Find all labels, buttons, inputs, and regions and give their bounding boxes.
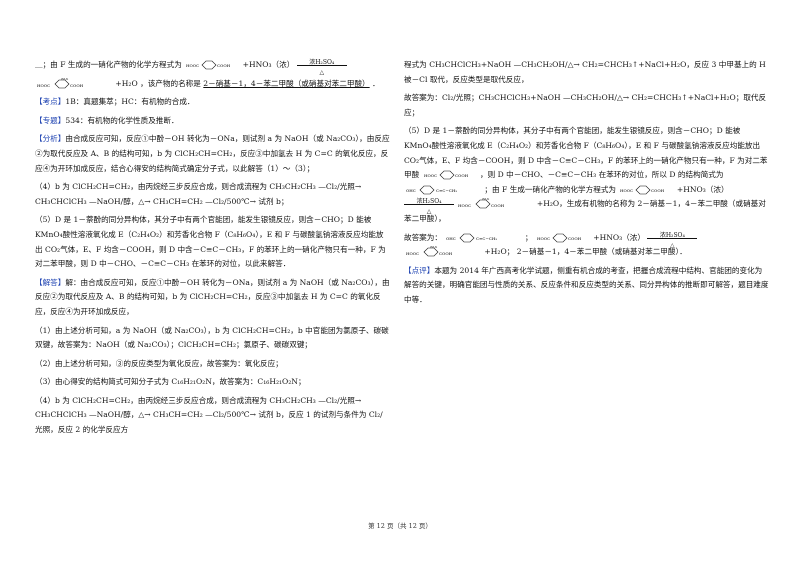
text: 2－硝基－1，4－苯二甲酸（或硝基对苯二甲酸）． — [516, 247, 687, 257]
svg-text:COOH: COOH — [651, 188, 665, 193]
reaction-arrow: 浓H₂SO₄ △ — [404, 198, 454, 215]
svg-text:NO₂: NO₂ — [61, 78, 69, 81]
reaction-arrow: 浓H₂SO₄ △ — [647, 231, 698, 249]
right-para-2: 故答案为：Cl₂/光照；CH₃CHClCH₃+NaOH —CH₃CH₂OH/△→… — [404, 93, 767, 117]
fenxi-text: 由合成反应可知，反应①中酚－OH 转化为－ONa，则试剂 a 为 NaOH（或 … — [35, 134, 390, 173]
text: +HNO₃（浓） — [593, 232, 645, 242]
text: +HNO₃（浓） — [676, 184, 729, 194]
svg-text:C≡C−CH₃: C≡C−CH₃ — [476, 236, 497, 241]
pingjia-tag: 【点评】 — [404, 265, 435, 275]
pingjia-text: 本题为 2014 年广西高考化学试题，侧重有机合成的考查，把握合成流程中结构、官… — [404, 265, 769, 304]
svg-text:HOOC: HOOC — [458, 203, 471, 208]
fenxi-tag: 【分析】 — [35, 134, 66, 144]
fenxi-part-4: （4）b 为 ClCH₂CH=CH₂，由丙烷经三步反应合成，则合成流程为 CH₃… — [35, 182, 362, 206]
answer-1: （1）由上述分析可知，a 为 NaOH（或 Na₂CO₃），b 为 ClCH₂C… — [35, 325, 389, 350]
arrow-bottom: △ — [426, 208, 432, 216]
right-para-1: 程式为 CH₃CHClCH₃+NaOH —CH₃CH₂OH/△→ CH₂=CHC… — [404, 60, 766, 84]
jieda-tag: 【解答】 — [35, 277, 66, 287]
terephthalic-acid-structure: HOOC COOH — [186, 60, 231, 70]
text: ，该产物的名称是 — [140, 78, 201, 88]
text: 故答案为： — [404, 232, 442, 242]
svg-text:NO₂: NO₂ — [482, 198, 490, 201]
text: ；由 F 生成一硝化产物的化学方程式为 — [484, 184, 617, 194]
svg-text:COOH: COOH — [491, 203, 505, 208]
svg-text:HOOC: HOOC — [424, 173, 437, 178]
svg-text:COOH: COOH — [439, 251, 453, 256]
right-column: 程式为 CH₃CHClCH₃+NaOH —CH₃CH₂OH/△→ CH₂=CHC… — [404, 58, 769, 312]
arrow-bottom: △ — [670, 241, 675, 249]
text: ＿；由 F 生成的一硝化产物的化学方程式为 — [35, 60, 182, 69]
svg-text:HOOC: HOOC — [620, 188, 633, 193]
page-footer: 第 12 页（共 12 页） — [368, 522, 432, 530]
svg-text:C≡C−CH₃: C≡C−CH₃ — [436, 188, 457, 193]
arrow-bottom: △ — [319, 69, 325, 76]
right-para-4: 故答案为： OHC C≡C−CH₃ ； HOOC COOH +HNO₃（浓） 浓H₂… — [404, 231, 769, 260]
zhuanti-section: 【专题】534：有机物的化学性质及推断． — [35, 114, 390, 129]
arrow-top: 浓H₂SO₄ — [659, 231, 685, 239]
svg-text:HOOC: HOOC — [406, 251, 419, 256]
answer-2: （2）由上述分析可知，③的反应类型为氧化反应，故答案为：氧化反应； — [35, 358, 283, 368]
kaodian-text: 1B：真题集萃；HC：有机物的合成． — [65, 97, 195, 107]
arrow-top: 浓H₂SO₄ — [309, 59, 335, 66]
right-para-3: （5）D 是 1－萘酚的同分异构体，其分子中有两个官能团，能发生银镜反应，则含－… — [404, 124, 769, 226]
svg-text:COOH: COOH — [70, 83, 84, 88]
reaction-arrow: 浓H₂SO₄ △ — [296, 59, 347, 76]
kaodian-tag: 【考点】 — [35, 97, 66, 107]
reagent: +HNO₃（浓） — [242, 60, 295, 69]
answer-underlined: 2－硝基－1，4－苯二甲酸（或硝基对苯二甲酸） — [203, 78, 370, 88]
fenxi-part-5: （5）D 是 1－萘酚的同分异构体，其分子中有两个官能团，能发生银镜反应，则含－… — [35, 215, 386, 269]
terephthalic-acid-structure: HOOC COOH — [620, 185, 665, 195]
svg-text:HOOC: HOOC — [37, 83, 50, 88]
jieda-text: 解：由合成反应可知，反应①中酚－OH 转化为－ONa，则试剂 a 为 NaOH（… — [35, 277, 390, 316]
terephthalic-acid-structure: HOOC COOH — [424, 170, 469, 180]
text: ，则 D 中－CHO、－C≡C－CH₃ 在苯环的对位，所以 D 的结构简式为 — [480, 170, 724, 180]
jieda-section: 【解答】解：由合成反应可知，反应①中酚－OH 转化为－ONa，则试剂 a 为 N… — [35, 276, 390, 320]
svg-text:COOH: COOH — [217, 63, 231, 68]
text: （5）D 是 1－萘酚的同分异构体，其分子中有两个官能团，能发生银镜反应，则含－… — [404, 126, 768, 180]
arrow-top: 浓H₂SO₄ — [416, 198, 442, 206]
text: ； — [524, 232, 533, 242]
pingjia-section: 【点评】本题为 2014 年广西高考化学试题，侧重有机合成的考查，把握合成流程中… — [404, 264, 769, 308]
text: +H₂O； — [484, 247, 515, 257]
d-structure: OHC C≡C−CH₃ — [406, 185, 457, 195]
svg-text:OHC: OHC — [446, 236, 456, 241]
svg-text:COOH: COOH — [568, 236, 582, 241]
text: +H₂O，生成有机物的名称为 2－硝基－1，4－苯二甲酸（或硝基对苯二甲酸）， — [404, 199, 766, 223]
svg-text:NO₂: NO₂ — [430, 246, 438, 249]
d-structure: OHC C≡C−CH₃ — [446, 233, 498, 242]
answer-4: （4）b 为 ClCH₂CH=CH₂，由丙烷经三步反应合成，则合成流程为 CH₃… — [35, 395, 383, 435]
svg-text:HOOC: HOOC — [186, 63, 199, 68]
svg-text:HOOC: HOOC — [537, 236, 550, 241]
terephthalic-acid-structure: HOOC COOH — [537, 233, 582, 242]
svg-text:COOH: COOH — [455, 173, 469, 178]
text: +H₂O — [115, 78, 138, 88]
svg-text:OHC: OHC — [406, 188, 416, 193]
text: ． — [372, 78, 380, 88]
answer-3: （3）由心得安的结构简式可知分子式为 C₁₆H₂₁O₂N，故答案为：C₁₆H₂₁… — [35, 377, 306, 387]
zhuanti-tag: 【专题】 — [35, 115, 66, 125]
kaodian-section: 【考点】1B：真题集萃；HC：有机物的合成． — [35, 95, 390, 110]
fenxi-section: 【分析】由合成反应可知，反应①中酚－OH 转化为－ONa，则试剂 a 为 NaO… — [35, 132, 390, 176]
zhuanti-text: 534：有机物的化学性质及推断． — [65, 115, 179, 125]
